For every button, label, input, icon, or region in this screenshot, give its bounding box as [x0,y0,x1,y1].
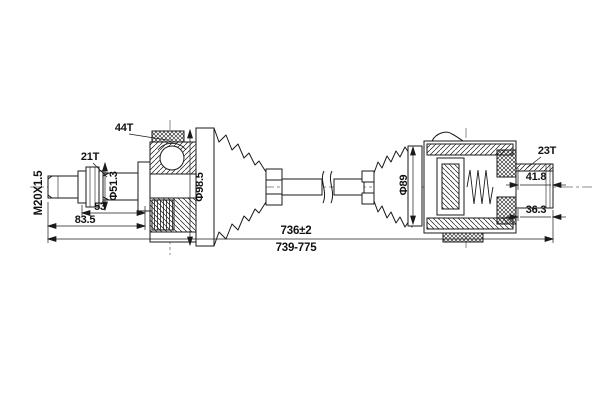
leader-44t [128,133,168,141]
shaft-break-symbol [321,170,326,204]
cv-ball-bearing [159,145,185,171]
label-outer-hub-diameter: Φ51.3 [108,171,120,201]
boot-lip [431,131,465,142]
inner-stub-shaft [515,163,554,209]
shaft-break-symbol [329,170,334,204]
spline-bore [151,199,175,231]
label-inner-spline-length: 41.8 [525,171,547,183]
outer-spline-shaft [102,172,139,201]
outer-cv-joint [149,127,215,247]
dimension-overall-length [46,236,555,242]
leader-21t [92,162,108,178]
dimension-83-5 [46,223,147,229]
interconnecting-shaft [281,170,365,204]
dimension-phi-51-3 [102,161,108,212]
label-thread-size: M20X1.5 [33,170,45,216]
dimension-lines [46,128,566,247]
label-inner-boot-diameter: Φ89 [398,174,410,196]
dimension-phi-98-5 [187,128,193,247]
outer-boot-clamp [265,193,283,206]
inner-cv-joint [423,131,517,243]
inner-boot-clamp [361,192,375,205]
inner-spline-band [515,163,554,172]
label-inner-spline-teeth: 23T [537,145,557,157]
inner-boot-clamp [361,170,375,183]
inner-boot-large-end [407,145,423,227]
leader-23t [526,156,542,169]
abs-tone-ring [151,130,185,143]
inner-boot [361,145,423,228]
dimension-53 [80,210,147,216]
label-inner-end-length: 36.3 [525,204,547,216]
label-outer-spline-teeth: 21T [80,151,100,163]
threaded-stub [47,175,79,199]
dimension-41-8 [506,182,566,188]
dimension-phi-89 [410,145,416,226]
outer-boot [213,127,283,247]
label-overall-length-nominal: 736±2 [280,225,312,237]
deflector [442,232,484,243]
label-abs-ring-teeth: 44T [114,122,134,134]
label-outer-boot-diameter: Φ98.5 [194,172,206,202]
hub-face-flange [137,161,151,212]
label-outer-spline-length: 53 [94,201,106,213]
label-outer-stub-length: 83.5 [74,214,96,226]
dimension-36-3 [506,214,566,220]
label-overall-length-range: 739-775 [275,242,317,254]
outer-boot-clamp [265,168,283,181]
compression-spring [466,169,494,205]
